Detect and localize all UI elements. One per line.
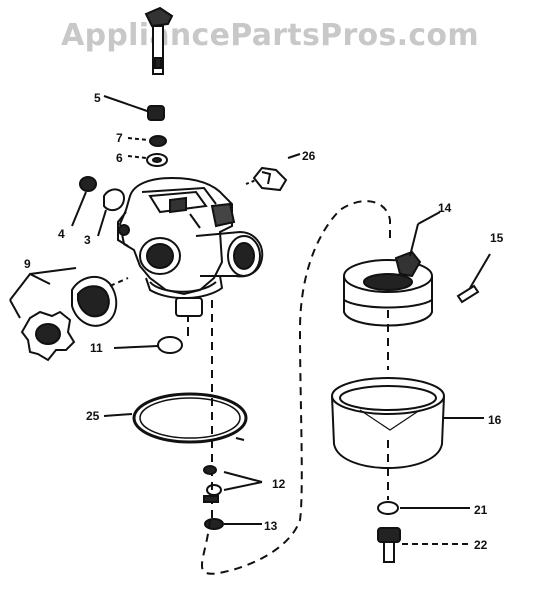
carburetor-body: [117, 176, 264, 330]
callout-7: 7: [116, 131, 123, 145]
callout-11: 11: [90, 341, 103, 355]
screw-part-6: [103, 95, 165, 121]
callout-12: 12: [272, 477, 286, 491]
screw-part-22: [377, 527, 470, 563]
callout-16: 16: [488, 413, 502, 427]
callout-21: 21: [474, 503, 488, 517]
o-ring-part-25: [103, 392, 248, 444]
callout-14: 14: [438, 201, 452, 215]
washer-part-11: [113, 336, 183, 354]
callout-22: 22: [474, 538, 488, 552]
gasket-part-21: [377, 501, 470, 515]
float-pin-part-15: [456, 253, 491, 304]
needle-part-12: [203, 465, 263, 503]
callout-26: 26: [302, 149, 316, 163]
ring-part-8: [127, 153, 168, 167]
bowl-part-16: [331, 377, 484, 469]
callout-13: 13: [264, 519, 278, 533]
callout-3: 3: [84, 233, 91, 247]
callout-25: 25: [86, 409, 100, 423]
watermark-text: AppliancePartsPros.com: [61, 18, 479, 53]
callout-5: 5: [94, 91, 101, 105]
top-fitting-part: [144, 6, 174, 75]
plug-part-4: [71, 176, 97, 227]
choke-assembly-part-9: [9, 267, 129, 362]
ring-part-7: [127, 135, 167, 147]
fitting-part-26: [245, 153, 301, 192]
callout-9: 9: [24, 257, 31, 271]
seat-part-13: [204, 518, 262, 530]
callout-4: 4: [58, 227, 65, 241]
callout-15: 15: [490, 231, 504, 245]
gasket-part-3: [97, 188, 126, 237]
callout-6: 6: [116, 151, 123, 165]
float-part-14: [343, 211, 441, 327]
